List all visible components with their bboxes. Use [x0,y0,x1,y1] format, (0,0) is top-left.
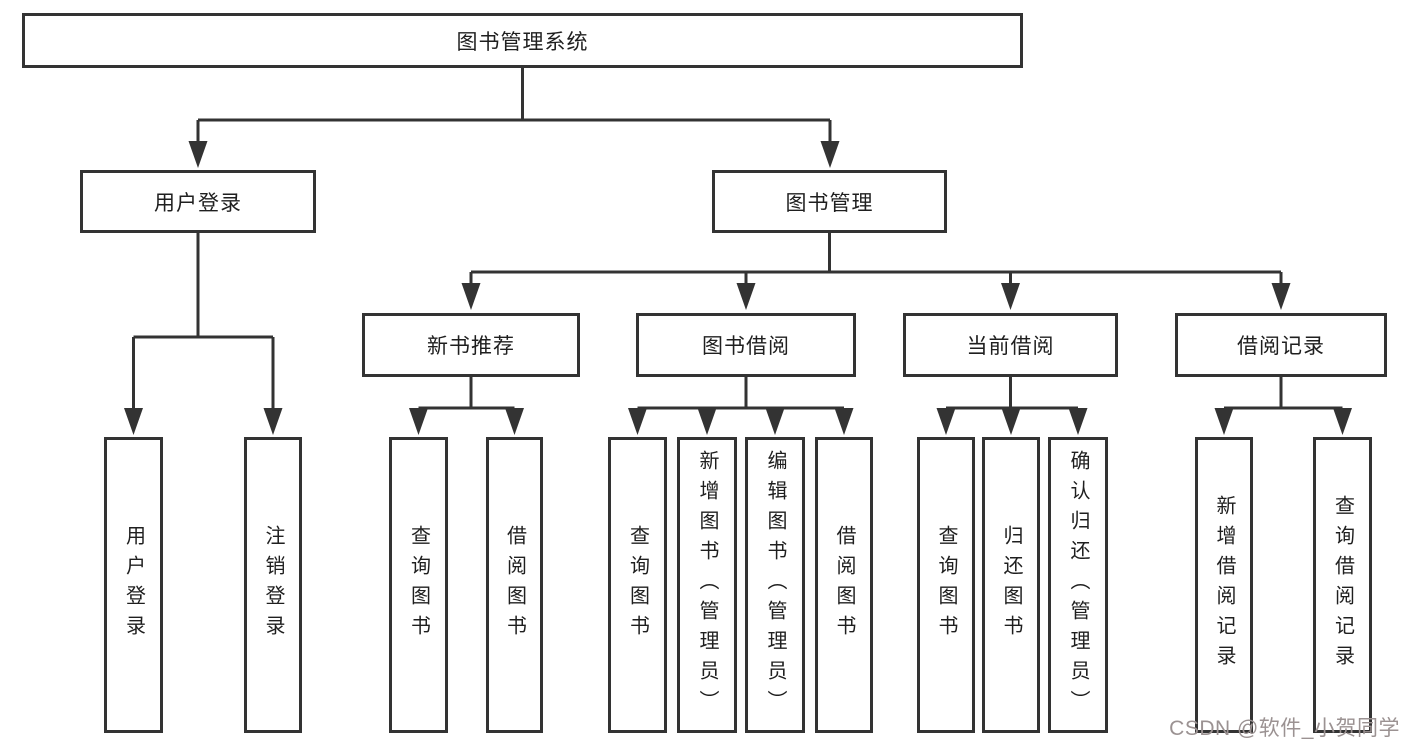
node-root: 图书管理系统 [22,13,1023,68]
leaf-logout: 注销登录 [244,437,302,733]
connector-root-to-level2 [196,68,832,142]
connector-book-management-branch [469,233,1283,284]
connector-current-borrow-branch [946,377,1078,410]
leaf-query-borrow-record: 查询借阅记录 [1313,437,1372,733]
node-user-login-module: 用户登录 [80,170,316,233]
node-borrow-records: 借阅记录 [1175,313,1387,377]
arrowheads [124,141,1352,435]
leaf-add-borrow-record: 新增借阅记录 [1195,437,1253,733]
leaf-edit-book-admin: 编辑图书（管理员） [745,437,805,733]
arrowhead [188,141,208,168]
connector-new-book-branch [418,377,515,410]
arrowhead [697,408,717,435]
arrowhead [124,408,143,435]
arrowhead [1333,408,1352,435]
node-book-borrow: 图书借阅 [636,313,856,377]
leaf-add-book-admin: 新增图书（管理员） [677,437,737,733]
arrowhead [505,408,524,435]
arrowhead [1001,408,1021,435]
arrowhead [936,408,956,435]
leaf-user-login: 用户登录 [104,437,163,733]
arrowhead [409,408,428,435]
connector-borrow-records-branch [1224,377,1343,410]
arrowhead [461,283,481,310]
leaf-confirm-return-admin: 确认归还（管理员） [1048,437,1108,733]
leaf-query-books-current: 查询图书 [917,437,975,733]
arrowhead [1271,283,1291,310]
node-new-book-recommend: 新书推荐 [362,313,580,377]
node-book-management-module: 图书管理 [712,170,947,233]
arrowhead [1001,283,1020,310]
arrowhead [1068,408,1088,435]
leaf-borrow-books-recommend: 借阅图书 [486,437,543,733]
leaf-query-books-recommend: 查询图书 [389,437,448,733]
leaf-return-book: 归还图书 [982,437,1040,733]
connector-user-login-branch [132,233,275,410]
arrowhead [736,283,756,310]
node-current-borrow: 当前借阅 [903,313,1118,377]
leaf-query-books-borrow: 查询图书 [608,437,667,733]
connector-book-borrow-branch [637,377,844,410]
arrowhead [1214,408,1234,435]
watermark: CSDN @软件_小贺同学 [1169,717,1400,740]
arrowhead [834,408,854,435]
arrowhead [765,408,785,435]
arrowhead [263,408,283,435]
leaf-borrow-books-borrow: 借阅图书 [815,437,873,733]
arrowhead [820,141,840,168]
arrowhead [628,408,647,435]
